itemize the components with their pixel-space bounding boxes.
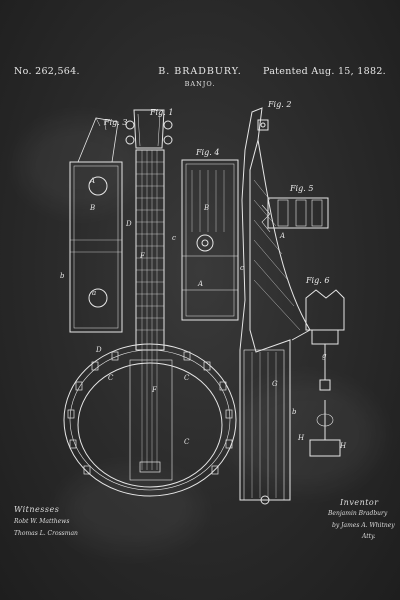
svg-text:B: B [203, 204, 209, 212]
fig4-section-block [181, 159, 239, 321]
patent-date: Patented Aug. 15, 1882. [262, 66, 386, 77]
fig6-detail [305, 289, 345, 457]
witness-signature-2: Thomas L. Crossman [14, 530, 78, 537]
svg-text:D: D [95, 346, 102, 354]
fig5-detail [261, 197, 329, 233]
svg-text:D: D [125, 220, 132, 228]
svg-text:H: H [339, 442, 347, 450]
svg-text:g: g [322, 352, 327, 360]
witnesses-heading: Witnesses [14, 505, 60, 514]
patent-number: No. 262,564. [14, 66, 80, 77]
fig3-side-panel [69, 117, 123, 333]
fig2-label: Fig. 2 [268, 100, 292, 109]
svg-text:A: A [89, 177, 95, 185]
svg-text:c: c [240, 264, 244, 272]
svg-text:F: F [139, 252, 146, 260]
inventor-name: B. BRADBURY. [158, 66, 242, 77]
fig5-label: Fig. 5 [290, 184, 314, 193]
svg-text:C: C [184, 438, 190, 446]
svg-text:B: B [89, 204, 95, 212]
svg-text:G: G [272, 380, 278, 388]
svg-text:H: H [297, 434, 305, 442]
svg-text:A: A [279, 232, 285, 240]
inventor-signature: Benjamin Bradbury [328, 510, 388, 517]
svg-text:A: A [197, 280, 203, 288]
svg-text:b: b [292, 408, 297, 416]
svg-text:C: C [184, 374, 190, 382]
svg-text:a: a [92, 289, 96, 297]
svg-text:b: b [60, 272, 65, 280]
chalk-smudge [60, 470, 200, 550]
inventor-heading: Inventor [340, 498, 379, 507]
fig2-side-profile [239, 107, 311, 505]
fig1-banjo-neck [125, 109, 173, 481]
chalk-smudge [20, 120, 140, 210]
fig3-label: Fig. 3 [104, 118, 128, 127]
svg-text:C: C [108, 374, 114, 382]
attorney-title: Atty. [362, 533, 376, 540]
fig4-label: Fig. 4 [196, 148, 220, 157]
svg-text:F: F [151, 386, 158, 394]
svg-text:c: c [172, 234, 176, 242]
fig6-label: Fig. 6 [306, 276, 330, 285]
invention-title: BANJO. [184, 80, 216, 88]
banjo-pot [63, 343, 237, 497]
fig1-label: Fig. 1 [150, 108, 174, 117]
chalk-smudge [230, 380, 380, 490]
witness-signature-1: Robt W. Matthews [14, 518, 70, 525]
attorney-line: by James A. Whitney [332, 522, 395, 529]
